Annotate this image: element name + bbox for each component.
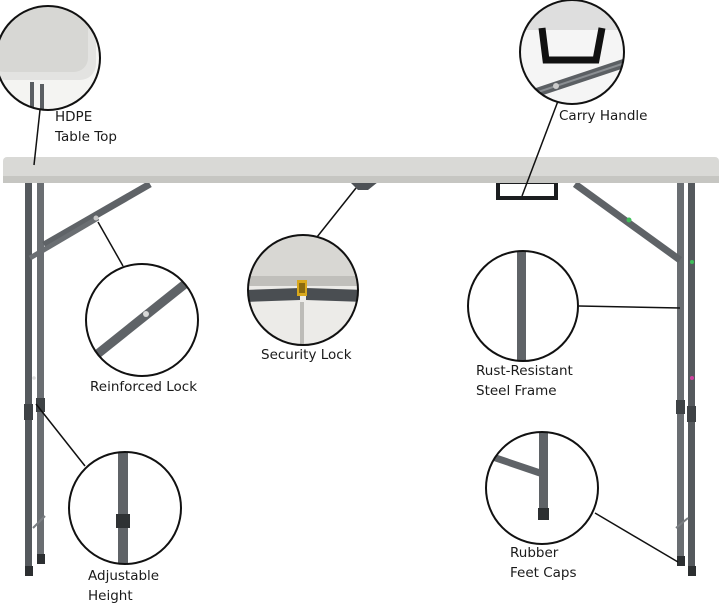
label-steel-frame: Rust-Resistant Steel Frame [476,361,573,401]
label-line: Carry Handle [559,108,648,124]
label-line: Steel Frame [476,383,557,399]
right-leg-assembly [572,181,696,576]
detail-adjustable-height [68,451,182,565]
detail-steel-frame [467,250,579,362]
leader-lines [33,100,681,563]
label-line: Rubber [510,545,559,561]
left-leg-assembly [24,180,152,576]
label-adjustable-height: Adjustable Height [88,566,159,606]
label-carry-handle: Carry Handle [559,106,647,126]
label-line: Feet Caps [510,565,577,581]
detail-feet-caps [485,431,599,545]
table-illustration [3,157,719,576]
detail-security-lock [247,234,359,346]
table-top [3,157,719,183]
security-lock-bracket [350,182,378,190]
detail-carry-handle [519,0,625,105]
detail-hdpe-top [0,5,101,111]
label-line: Table Top [55,129,117,145]
label-line: Rust-Resistant [476,363,573,379]
detail-reinforced-lock [85,263,199,377]
label-line: Height [88,588,133,604]
label-hdpe-table-top: HDPE Table Top [55,107,117,147]
label-line: Security Lock [261,347,352,363]
label-reinforced-lock: Reinforced Lock [90,377,197,397]
label-rubber-feet-caps: Rubber Feet Caps [510,543,577,583]
label-security-lock: Security Lock [261,345,352,365]
label-line: HDPE [55,109,93,125]
label-line: Adjustable [88,568,160,584]
label-line: Reinforced Lock [90,379,198,395]
